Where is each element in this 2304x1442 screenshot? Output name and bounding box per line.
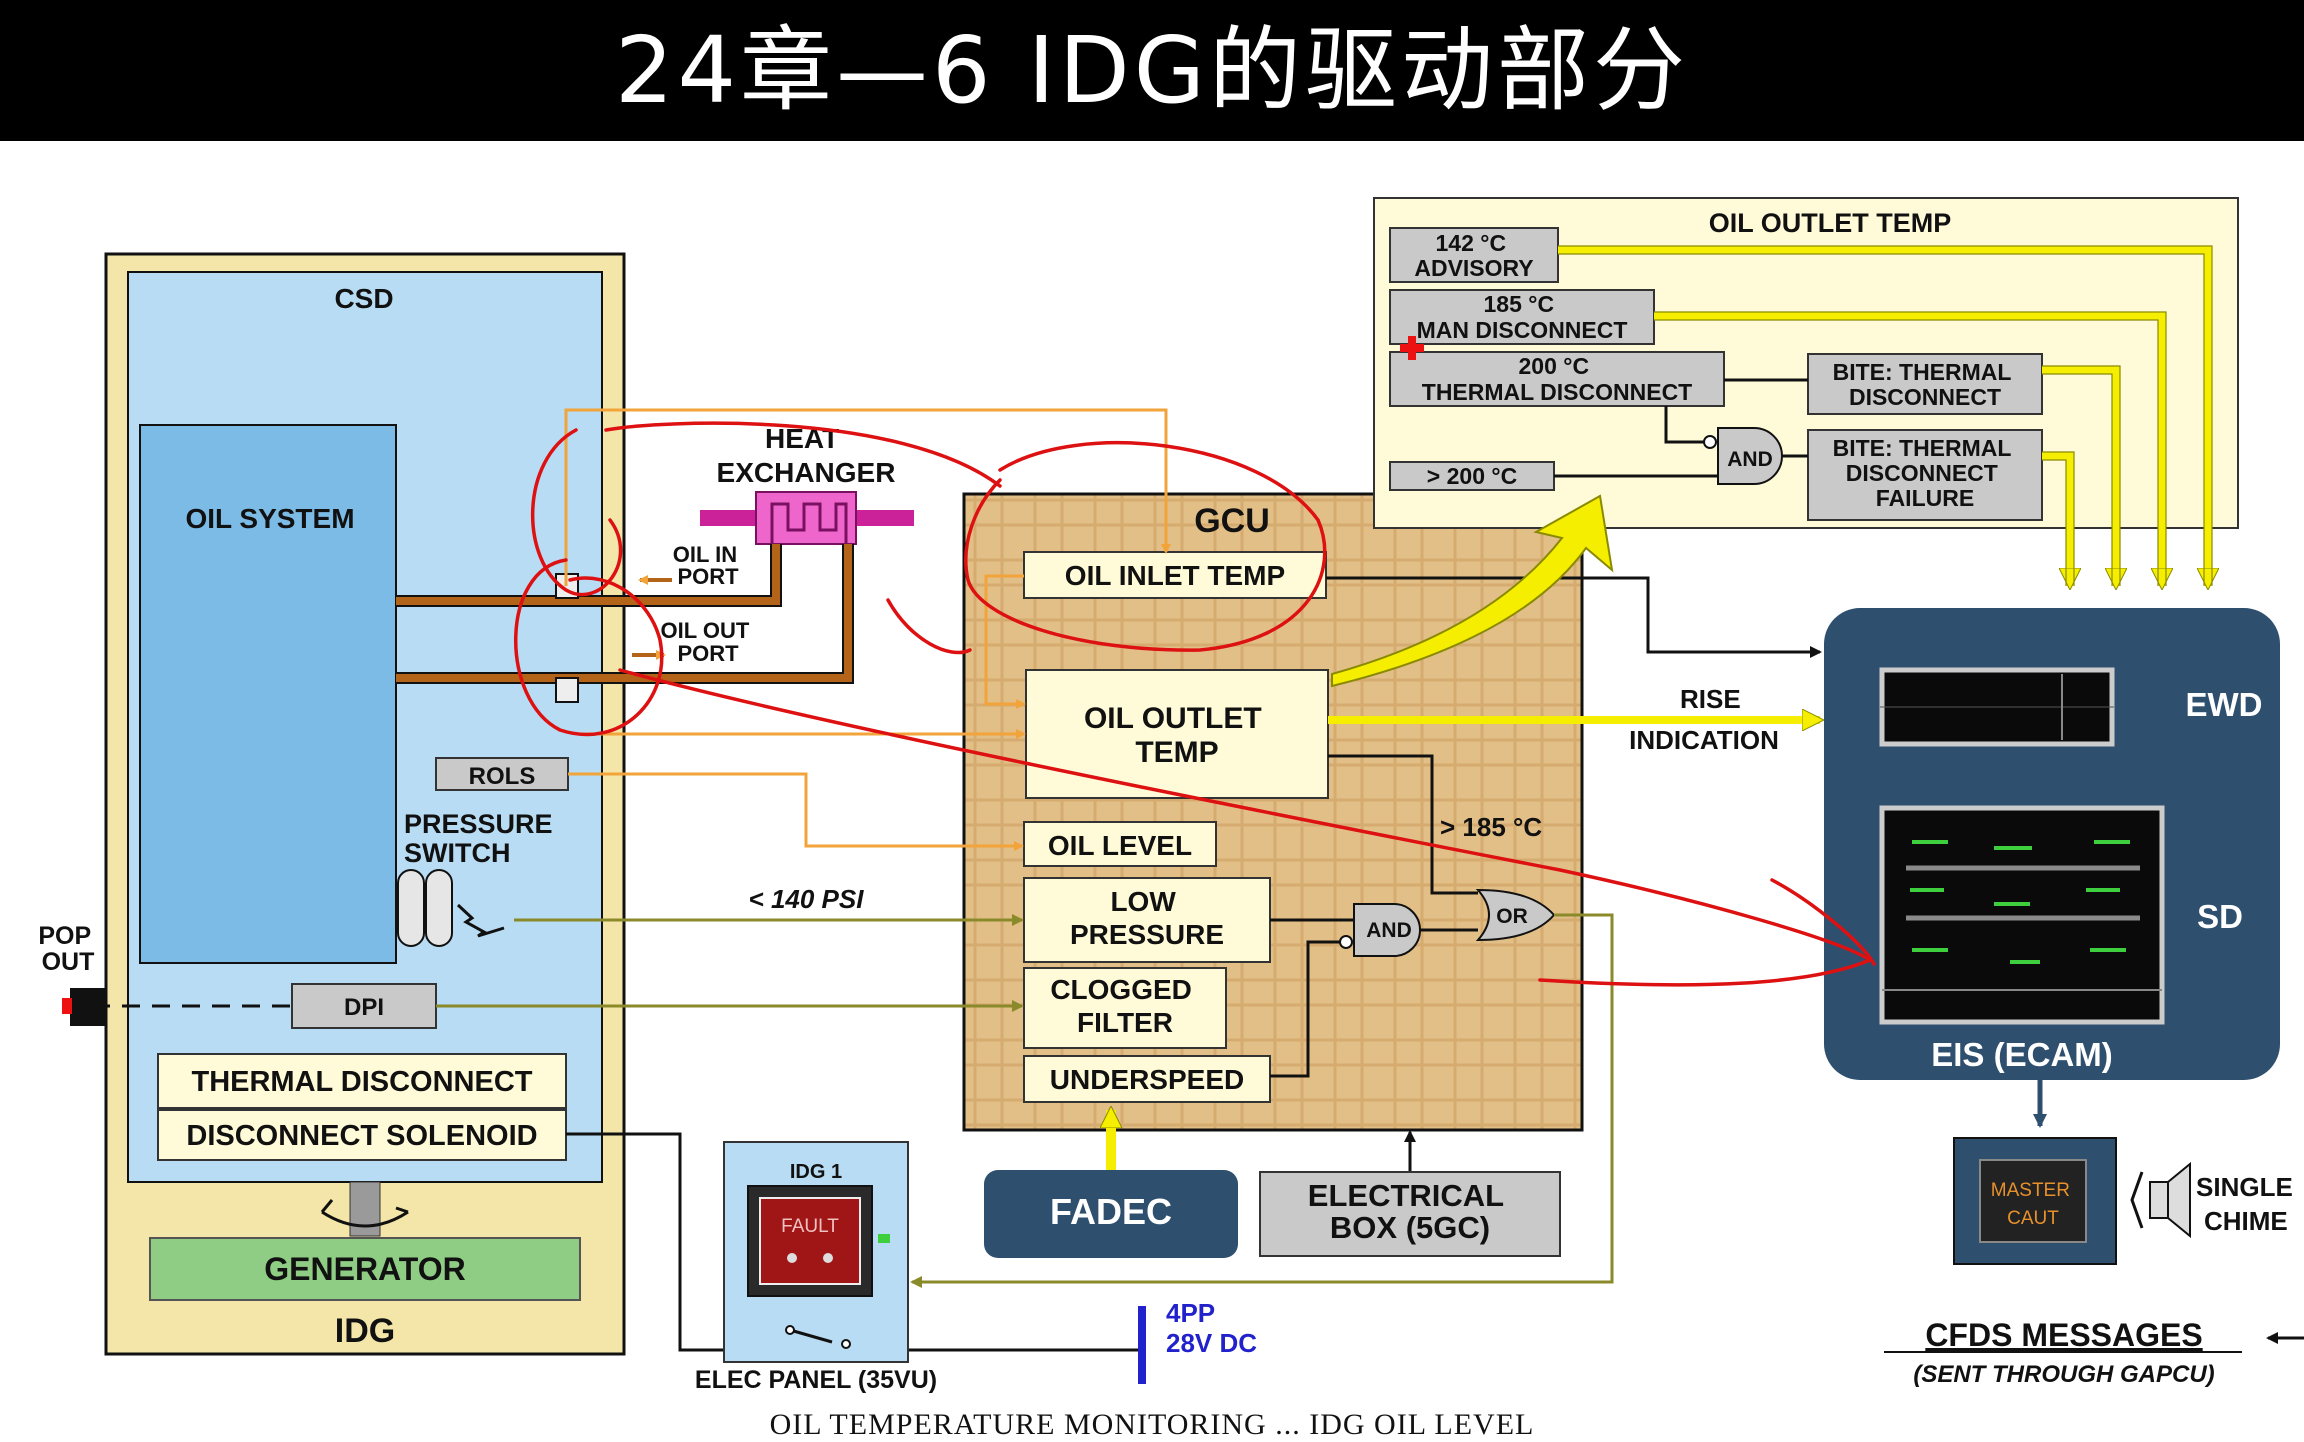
low-pressure-label: LOW PRESSURE bbox=[1070, 886, 1224, 950]
dc-bus-label: 4PP 28V DC bbox=[1166, 1298, 1257, 1358]
outlet-and-gate bbox=[1717, 427, 1783, 485]
sensor-lines bbox=[564, 408, 1171, 851]
shaft-rotation-icon bbox=[320, 1181, 409, 1237]
elec-panel: IDG 1 FAULT ELEC PANEL (35VU) bbox=[695, 1141, 937, 1394]
gcu-or-gate bbox=[1475, 888, 1556, 942]
ecam-unit: EWD SD EIS (ECAM) bbox=[1824, 608, 2280, 1080]
cfds-messages: CFDS MESSAGES (SENT THROUGH GAPCU) bbox=[1884, 1317, 2304, 1388]
oil-inlet-temp-label: OIL INLET TEMP bbox=[1065, 560, 1285, 591]
cfds-title: CFDS MESSAGES bbox=[1925, 1317, 2202, 1353]
red-cross-mark bbox=[1400, 336, 1424, 360]
fadec-block: FADEC bbox=[984, 1110, 1238, 1258]
oil-out-port-label: OIL OUT PORT bbox=[661, 618, 756, 666]
outlet-to-panel-arrow bbox=[1331, 494, 1614, 688]
idg1-label: IDG 1 bbox=[790, 1161, 842, 1183]
generator-box bbox=[149, 1237, 581, 1301]
gcu-label: GCU bbox=[1194, 502, 1270, 540]
fadec-label: FADEC bbox=[1050, 1191, 1172, 1232]
idg-label: IDG bbox=[335, 1312, 395, 1350]
t142-label: 142 °C ADVISORY bbox=[1414, 230, 1533, 281]
pressure-switch-icon bbox=[397, 869, 505, 947]
underspeed-label: UNDERSPEED bbox=[1050, 1064, 1244, 1095]
cfds-subtitle: (SENT THROUGH GAPCU) bbox=[1913, 1361, 2214, 1388]
outlet-and-label: AND bbox=[1727, 448, 1773, 471]
oil-level-box bbox=[1023, 821, 1217, 867]
clogged-filter-box bbox=[1023, 967, 1227, 1049]
bite-disconnect-label: BITE: THERMAL DISCONNECT bbox=[1833, 359, 2018, 410]
gcu-wiring bbox=[1270, 576, 1822, 1078]
thermal-disconnect-box bbox=[157, 1053, 567, 1109]
olive-signal-lines bbox=[436, 914, 1024, 1012]
panel-output-lines bbox=[1558, 246, 2208, 586]
bite-failure-label: BITE: THERMAL DISCONNECT FAILURE bbox=[1833, 435, 2018, 511]
fault-label: FAULT bbox=[781, 1216, 839, 1237]
oil-outlet-temp-box bbox=[1025, 669, 1329, 799]
rols-label: ROLS bbox=[469, 763, 536, 790]
dpi-label: DPI bbox=[344, 994, 384, 1021]
oil-outlet-temp-label: OIL OUTLET TEMP bbox=[1084, 702, 1270, 769]
electrical-box-label: ELECTRICAL BOX (5GC) bbox=[1308, 1178, 1512, 1245]
outlet-panel-title: OIL OUTLET TEMP bbox=[1709, 208, 1952, 238]
underspeed-box bbox=[1023, 1055, 1271, 1103]
idg-oil-monitoring-diagram: CSD OIL SYSTEM ROLS PRESSURE SWITCH DPI … bbox=[38, 197, 2304, 1394]
solenoid-line bbox=[566, 1132, 1140, 1352]
pop-out-indicator bbox=[70, 988, 106, 1026]
low-pressure-box bbox=[1023, 877, 1271, 963]
psi-label: < 140 PSI bbox=[749, 884, 865, 914]
dc-bus: 4PP 28V DC bbox=[1138, 1298, 1257, 1384]
oil-inlet-temp-box bbox=[1023, 551, 1327, 599]
pressure-switch-label: PRESSURE SWITCH bbox=[404, 809, 560, 868]
ecam-label: EIS (ECAM) bbox=[1931, 1036, 2113, 1073]
gcu-block: GCU OIL INLET TEMP OIL OUTLET TEMP OIL L… bbox=[962, 492, 1584, 1132]
page-title: 24章—6 IDG的驱动部分 bbox=[0, 0, 2304, 141]
or-output-line bbox=[910, 913, 1614, 1288]
idg-fault-pushbutton[interactable] bbox=[759, 1197, 861, 1285]
generator-label: GENERATOR bbox=[264, 1251, 466, 1287]
gcu-and-gate bbox=[1353, 903, 1421, 957]
diagram-caption: OIL TEMPERATURE MONITORING ... IDG OIL L… bbox=[769, 1408, 1535, 1441]
t200-label: 200 °C THERMAL DISCONNECT bbox=[1422, 353, 1692, 405]
pop-out-label: POP OUT bbox=[38, 922, 97, 976]
gcu-and-label: AND bbox=[1366, 919, 1412, 942]
gt185-label: > 185 °C bbox=[1440, 812, 1542, 842]
oil-system-block bbox=[139, 424, 397, 964]
disconnect-solenoid-box bbox=[157, 1109, 567, 1161]
speaker-icon bbox=[2130, 1161, 2191, 1239]
gcu-or-label: OR bbox=[1496, 905, 1528, 928]
master-caution-unit: MASTER CAUT SINGLE CHIME bbox=[1953, 1137, 2300, 1265]
heat-exchanger-label: HEAT EXCHANGER bbox=[717, 423, 896, 488]
idg-unit: CSD OIL SYSTEM ROLS PRESSURE SWITCH DPI … bbox=[38, 252, 626, 1356]
red-annotations bbox=[514, 421, 1876, 987]
master-caut-label: MASTER CAUT bbox=[1991, 1180, 2075, 1229]
electrical-box: ELECTRICAL BOX (5GC) bbox=[1259, 1171, 1561, 1257]
elec-panel-label: ELEC PANEL (35VU) bbox=[695, 1366, 937, 1394]
rise-indication-label: RISE INDICATION bbox=[1629, 684, 1779, 755]
ewd-label: EWD bbox=[2186, 686, 2263, 723]
oil-in-port-label: OIL IN PORT bbox=[673, 542, 744, 589]
oil-level-label: OIL LEVEL bbox=[1048, 830, 1192, 861]
clogged-filter-label: CLOGGED FILTER bbox=[1050, 974, 1199, 1038]
single-chime-label: SINGLE CHIME bbox=[2196, 1172, 2300, 1236]
gt200-label: > 200 °C bbox=[1427, 463, 1517, 489]
csd-label: CSD bbox=[334, 283, 393, 314]
t185-label: 185 °C MAN DISCONNECT bbox=[1417, 291, 1628, 343]
thermal-disconnect-label: THERMAL DISCONNECT bbox=[191, 1066, 532, 1098]
oil-system-label: OIL SYSTEM bbox=[185, 503, 354, 534]
disconnect-solenoid-label: DISCONNECT SOLENOID bbox=[186, 1120, 537, 1152]
sd-label: SD bbox=[2197, 898, 2243, 935]
heat-exchanger: HEAT EXCHANGER bbox=[700, 423, 914, 545]
dpi-box bbox=[291, 983, 437, 1029]
